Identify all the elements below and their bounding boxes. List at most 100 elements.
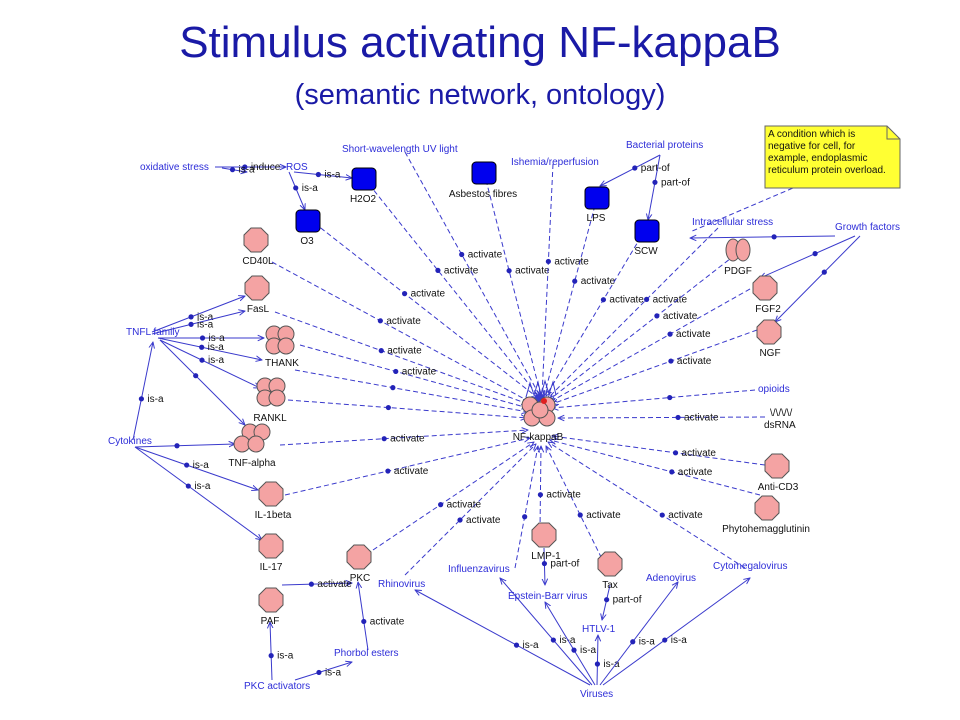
edge-activate[interactable]: activate (549, 254, 736, 400)
edge-activate[interactable]: activate (550, 440, 761, 496)
edge-is-a[interactable] (775, 235, 861, 322)
edge-activate[interactable]: activate (544, 197, 616, 396)
edge-is-a[interactable]: is-a (595, 635, 620, 686)
concept-opioids[interactable]: opioids (758, 384, 790, 395)
concept-tnfl-family[interactable]: TNFL family (126, 327, 180, 338)
edge-is-a[interactable]: is-a (132, 342, 164, 441)
edge-activate[interactable]: activate (546, 229, 646, 396)
edge-activate[interactable]: activate (485, 179, 550, 396)
concept-rhinovirus[interactable]: Rhinovirus (378, 579, 425, 590)
edge-activate[interactable]: activate (546, 446, 621, 566)
node-fgf2[interactable]: FGF2 (752, 275, 781, 315)
node-thank[interactable]: THANK (265, 325, 299, 369)
edge-activate[interactable]: activate (299, 344, 528, 408)
node-scw[interactable]: SCW (634, 219, 660, 257)
edge-activate[interactable]: activate (271, 261, 530, 402)
node-il-17[interactable]: IL-17 (258, 533, 284, 573)
node-nf-kappab[interactable]: NF-kappaB (513, 379, 564, 443)
node-anti-cd3[interactable]: Anti-CD3 (758, 453, 799, 493)
edge-activate[interactable]: activate (548, 442, 746, 569)
node-lmp-1[interactable]: LMP-1 (531, 522, 561, 562)
edge-activate[interactable] (552, 389, 756, 408)
edge-activate[interactable]: activate (552, 436, 766, 466)
edge-is-a[interactable]: is-a (599, 582, 678, 686)
edge-is-a[interactable] (760, 235, 856, 278)
edge-activate[interactable]: activate (358, 582, 405, 651)
concept-bacterial-proteins[interactable]: Bacterial proteins (626, 140, 703, 151)
concept-cytomegalovirus[interactable]: Cytomegalovirus (713, 561, 787, 572)
edge-activate[interactable]: activate (548, 227, 719, 398)
edge-part-of[interactable]: part-of (648, 154, 690, 220)
node-dsrna[interactable]: \/\/\/\/ dsRNA (764, 408, 796, 431)
edge-is-a[interactable]: is-a (134, 446, 262, 540)
concept-adenovirus[interactable]: Adenovirus (646, 573, 696, 584)
edge-is-a[interactable]: is-a (415, 590, 591, 686)
node-pkc[interactable]: PKC (346, 544, 372, 584)
node-asbestos-fibres[interactable]: Asbestos fibres (449, 161, 517, 200)
edge-is-a[interactable]: is-a (500, 578, 593, 686)
edge-is-a[interactable]: is-a (134, 446, 258, 490)
concept-cytokines[interactable]: Cytokines (108, 436, 152, 447)
node-ngf[interactable]: NGF (756, 319, 782, 359)
node-o3[interactable]: O3 (295, 209, 321, 247)
edge-activate[interactable]: activate (372, 442, 534, 551)
edge-activate[interactable]: activate (281, 579, 352, 590)
edge-activate[interactable]: activate (552, 329, 758, 404)
edge-activate[interactable]: activate (558, 412, 766, 423)
concept-pkc-activators[interactable]: PKC activators (244, 681, 310, 692)
definition-note[interactable]: A condition which is negative for cell, … (764, 125, 901, 189)
edge-activate[interactable] (514, 446, 538, 569)
edge-is-a[interactable]: is-a (288, 171, 318, 210)
edge-part-of[interactable]: part-of (602, 584, 642, 620)
node-rankl[interactable]: RANKL (253, 377, 287, 424)
edge-is-a[interactable]: is-a (602, 578, 750, 686)
edge-annotates[interactable] (689, 184, 801, 233)
edge-is-a[interactable] (690, 234, 836, 239)
edge-part-of[interactable]: part-of (542, 547, 580, 585)
edge-is-a[interactable]: is-a (294, 662, 352, 681)
concept-viruses[interactable]: Viruses (580, 689, 613, 700)
edge-activate[interactable]: activate (274, 311, 528, 404)
edge-activate[interactable]: activate (404, 444, 536, 576)
edge-activate[interactable] (287, 399, 527, 418)
edge-is-a[interactable]: is-a (293, 170, 352, 181)
concept-oxidative-stress[interactable]: oxidative stress (140, 162, 209, 173)
concept-influenzavirus[interactable]: Influenzavirus (448, 564, 510, 575)
edge-activate[interactable]: activate (538, 446, 582, 531)
edge-activate[interactable]: activate (363, 177, 540, 398)
edge-is-a[interactable]: is-a (221, 165, 255, 176)
concept-growth-factors[interactable]: Growth factors (835, 222, 900, 233)
concept-short-wavelength-uv-light[interactable]: Short-wavelength UV light (342, 144, 458, 155)
edge-activate[interactable]: activate (550, 284, 758, 402)
edge-activate[interactable] (294, 369, 528, 412)
concept-phorbol-esters[interactable]: Phorbol esters (334, 648, 398, 659)
node-cd40l[interactable]: CD40L (242, 227, 274, 267)
concept-ishemia-reperfusion[interactable]: Ishemia/reperfusion (511, 157, 599, 168)
concept-intracellular-stress[interactable]: Intracellular stress (692, 217, 773, 228)
edge-is-a[interactable]: is-a (158, 333, 264, 344)
node-tnf-alpha[interactable]: TNF-alpha (228, 423, 276, 469)
concept-ros[interactable]: ROS (286, 162, 308, 173)
node-phytohemagglutinin[interactable]: Phytohemagglutinin (722, 495, 810, 535)
edge-part-of[interactable]: part-of (600, 154, 670, 186)
concept-epstein-barr-virus[interactable]: Epstein-Barr virus (508, 591, 587, 602)
edge-is-a[interactable] (159, 339, 245, 425)
edge-is-a[interactable]: is-a (151, 296, 245, 333)
edge-activate[interactable]: activate (284, 438, 530, 496)
edge-activate[interactable]: activate (542, 163, 589, 396)
edge-is-a[interactable]: is-a (151, 311, 245, 335)
node-h2o2[interactable]: H2O2 (350, 167, 377, 205)
node-tax[interactable]: Tax (597, 551, 623, 591)
concept-htlv-1[interactable]: HTLV-1 (582, 624, 616, 635)
edge-activate[interactable]: activate (279, 430, 528, 446)
edge-is-a[interactable]: is-a (159, 339, 260, 388)
node-pdgf[interactable]: PDGF (724, 238, 752, 277)
node-il-1beta[interactable]: IL-1beta (255, 481, 292, 521)
node-lps[interactable]: LPS (584, 186, 610, 224)
node-paf[interactable]: PAF (258, 587, 284, 627)
edge-activate[interactable]: activate (307, 217, 538, 398)
edge-is-a[interactable]: is-a (269, 622, 294, 681)
node-fasl[interactable]: FasL (244, 275, 270, 315)
edge-is-a[interactable]: is-a (157, 337, 262, 360)
edge-activate[interactable]: activate (404, 151, 540, 396)
